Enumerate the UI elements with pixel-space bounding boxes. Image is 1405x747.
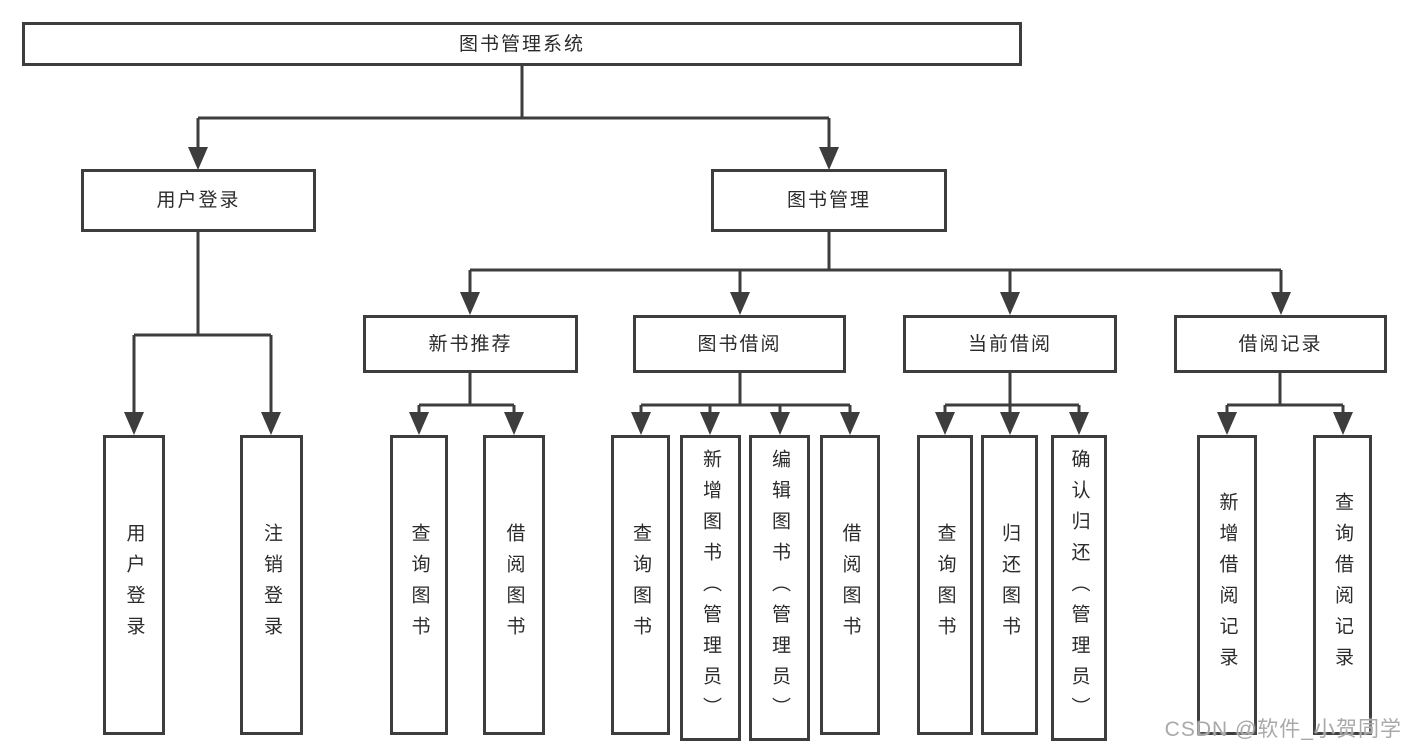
node-label: 归还图书: [999, 523, 1020, 647]
node-label: 图书借阅: [697, 333, 782, 355]
arrow-down-icon: [770, 412, 790, 435]
leaf-edit-books-admin: 编辑图书（管理员）: [749, 435, 810, 741]
node-label: 确认归还（管理员）: [1068, 448, 1090, 728]
leaf-query-borrow-record: 查询借阅记录: [1313, 435, 1372, 735]
arrow-down-icon: [730, 292, 750, 315]
node-user-login: 用户登录: [81, 169, 316, 232]
arrow-down-icon: [1333, 412, 1353, 435]
node-library-management-system: 图书管理系统: [22, 22, 1022, 66]
node-label: 当前借阅: [967, 333, 1052, 355]
node-label: 图书管理: [786, 190, 871, 211]
arrow-down-icon: [1217, 412, 1237, 435]
node-current-borrowing: 当前借阅: [903, 315, 1117, 373]
node-label: 借阅图书: [839, 523, 861, 647]
node-book-borrowing: 图书借阅: [633, 315, 846, 373]
leaf-add-borrow-record: 新增借阅记录: [1197, 435, 1257, 735]
leaf-query-books-current: 查询图书: [917, 435, 973, 735]
node-label: 用户登录: [156, 190, 241, 211]
arrow-down-icon: [460, 292, 480, 315]
node-label: 编辑图书（管理员）: [769, 448, 790, 728]
node-label: 新增借阅记录: [1216, 492, 1238, 678]
node-label: 图书管理系统: [458, 33, 585, 55]
arrow-down-icon: [935, 412, 955, 435]
leaf-borrow-books-recommend: 借阅图书: [483, 435, 545, 735]
arrow-down-icon: [504, 412, 524, 435]
node-new-book-recommendation: 新书推荐: [363, 315, 578, 373]
leaf-confirm-return-admin: 确认归还（管理员）: [1051, 435, 1107, 741]
node-book-management: 图书管理: [711, 169, 947, 232]
arrow-down-icon: [819, 147, 839, 170]
arrow-down-icon: [1271, 292, 1291, 315]
leaf-query-books-recommend: 查询图书: [390, 435, 448, 735]
node-label: 借阅记录: [1238, 333, 1323, 355]
arrow-down-icon: [1000, 412, 1020, 435]
node-label: 查询借阅记录: [1332, 492, 1353, 678]
arrow-down-icon: [840, 412, 860, 435]
arrow-down-icon: [124, 412, 144, 435]
node-borrowing-records: 借阅记录: [1174, 315, 1387, 373]
node-label: 用户登录: [123, 523, 145, 647]
node-label: 注销登录: [261, 523, 282, 647]
leaf-borrow-books-borrowing: 借阅图书: [820, 435, 880, 735]
leaf-query-books-borrowing: 查询图书: [611, 435, 670, 735]
arrow-down-icon: [700, 412, 720, 435]
connector-lines: [132, 66, 1345, 414]
leaf-return-books: 归还图书: [981, 435, 1038, 735]
arrow-down-icon: [188, 147, 208, 170]
connector-arrows: [124, 147, 1353, 435]
csdn-watermark: CSDN @软件_小贺同学: [1164, 718, 1402, 741]
arrow-down-icon: [1000, 292, 1020, 315]
node-label: 查询图书: [934, 523, 956, 647]
node-label: 查询图书: [630, 523, 651, 647]
arrow-down-icon: [631, 412, 651, 435]
arrow-down-icon: [261, 412, 281, 435]
leaf-logout: 注销登录: [240, 435, 303, 735]
leaf-add-books-admin: 新增图书（管理员）: [680, 435, 741, 741]
node-label: 查询图书: [408, 523, 430, 647]
node-label: 新增图书（管理员）: [700, 448, 721, 728]
node-label: 借阅图书: [503, 523, 525, 647]
leaf-user-login: 用户登录: [103, 435, 165, 735]
arrow-down-icon: [1069, 412, 1089, 435]
arrow-down-icon: [409, 412, 429, 435]
node-label: 新书推荐: [428, 333, 513, 355]
